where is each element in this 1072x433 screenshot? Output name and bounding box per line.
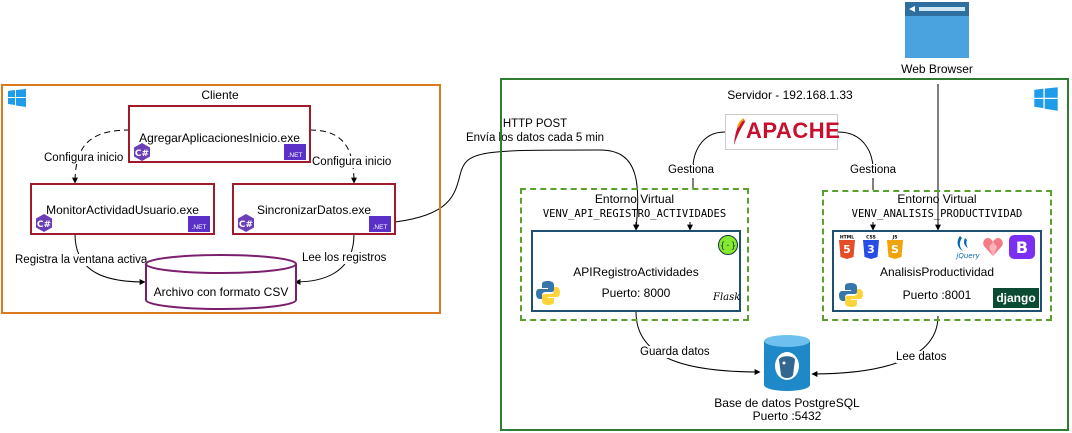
svg-text:5: 5 [843,243,851,256]
edge-label-configura-left: Configura inicio [44,152,124,164]
web-browser-label: Web Browser [901,62,973,76]
client-frame [1,84,441,314]
venv-left-name: VENV_API_REGISTRO_ACTIVIDADES [542,208,727,220]
swagger-icon: {·} [718,235,738,255]
service-api-registro: APIRegistroActividades Puerto: 8000 {·} … [531,230,741,312]
edge-label-configura-right: Configura inicio [312,156,392,168]
svg-text:C#: C# [135,149,149,159]
venv-api-registro [520,188,749,321]
dotnet-icon: .NET [284,144,306,160]
venv-right-name: VENV_ANALISIS_PRODUCTIVIDAD [851,208,1023,220]
postgresql-label: Base de datos PostgreSQL Puerto :5432 [700,397,874,423]
edge-label-gestiona-right: Gestiona [850,164,897,176]
html5-tag: HTML [840,235,854,241]
csharp-icon: C# [36,214,52,232]
exe-agregar-aplicaciones: AgregarAplicacionesInicio.exe C# .NET [128,105,311,163]
js-tag: JS [892,235,898,241]
web-browser-icon [905,2,969,58]
csharp-icon: C# [134,143,150,161]
exe-monitor-actividad: MonitorActividadUsuario.exe C# .NET [30,183,215,235]
postgresql-line1: Base de datos PostgreSQL [714,396,860,410]
bootstrap-icon: B [1009,235,1035,259]
postgresql-database-icon [764,335,810,391]
postgresql-line2: Puerto :5432 [752,409,822,423]
venv-right-title: Entorno Virtual [897,192,977,206]
flask-icon: Flask [713,292,741,303]
django-icon: django [993,288,1039,308]
css3-icon: 3 CSS [863,235,879,259]
venv-analisis-productividad [822,190,1052,321]
apache-text: APACHE [746,118,841,143]
svg-text:C#: C# [37,220,51,230]
javascript-icon: S JS [887,235,903,259]
service-analisis-productividad: AnalisisProductividad Puerto :8001 5 HTM… [832,230,1042,312]
api-port: Puerto: 8000 [601,286,671,300]
http-post-line1: HTTP POST [502,118,568,130]
windows-icon-server [1034,87,1058,111]
edge-label-gestiona-left: Gestiona [668,164,715,176]
edge-label-guarda-datos: Guarda datos [640,346,710,358]
svg-text:{·}: {·} [720,242,736,252]
analisis-port: Puerto :8001 [902,288,972,302]
server-title: Servidor - 192.168.1.33 [727,88,853,102]
apache-server: APACHE [725,114,841,150]
edge-label-lee-registros: Lee los registros [302,252,387,264]
client-title: Cliente [201,88,239,102]
venv-left-title: Entorno Virtual [594,192,675,206]
exe-sincronizar-datos: SincronizarDatos.exe C# .NET [232,183,396,235]
jquery-text: jQuery [955,252,980,260]
python-icon [536,281,560,305]
svg-text:S: S [891,243,899,256]
python-icon [839,283,863,307]
svg-text:C#: C# [239,220,253,230]
edge-configura-left [72,129,131,184]
api-name: APIRegistroActividades [573,265,699,279]
csv-file-cylinder [145,254,297,310]
csharp-icon: C# [238,214,254,232]
edge-lee-registros [294,233,355,285]
dotnet-icon: .NET [369,216,391,232]
exe-sincronizar-label: SincronizarDatos.exe [256,203,372,217]
analisis-name: AnalisisProductividad [879,265,995,279]
dotnet-icon: .NET [188,216,210,232]
apache-feather-icon [734,118,745,145]
material-heart-icon [983,238,1003,256]
exe-monitor-label: MonitorActividadUsuario.exe [46,203,199,217]
edge-configura-right [309,129,357,184]
edge-http-post [394,149,640,231]
html5-icon: 5 HTML [839,235,855,259]
exe-agregar-label: AgregarAplicacionesInicio.exe [139,131,300,145]
css3-tag: CSS [866,235,876,241]
csv-label: Archivo con formato CSV [153,285,289,299]
jquery-icon: jQuery [955,236,980,260]
edge-registra [74,233,146,285]
edge-label-registra: Registra la ventana activa [15,254,148,266]
windows-icon-client [8,89,26,107]
svg-text:3: 3 [867,243,875,256]
svg-text:B: B [1016,238,1028,257]
edge-guarda-datos [635,311,761,375]
edge-label-lee-datos: Lee datos [896,351,947,363]
server-frame [500,78,1069,431]
